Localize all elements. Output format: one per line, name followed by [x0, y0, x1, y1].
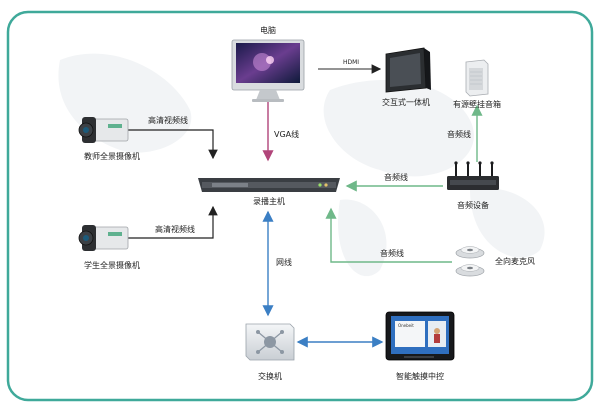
- audio-device-label: 音频设备: [457, 201, 489, 210]
- audio-to-recorder-label: 音频线: [384, 173, 408, 182]
- computer-icon: [231, 39, 305, 102]
- mic-audio-arrow: [325, 207, 452, 263]
- teacher-video-arrow: [128, 129, 218, 160]
- mic-audio-label: 音频线: [380, 249, 404, 258]
- audio-device-icon: [447, 161, 499, 190]
- mic-label: 全向麦克风: [495, 257, 535, 266]
- teacher-camera-label: 教师全景摄像机: [84, 152, 140, 161]
- speaker-icon: [465, 59, 489, 97]
- switch-icon: [245, 323, 295, 361]
- diagram-frame: [6, 10, 594, 402]
- student-video-arrow: [128, 205, 218, 239]
- vga-label: VGA线: [274, 130, 300, 139]
- interactive-panel-label: 交互式一体机: [382, 98, 430, 107]
- microphone-icon: [455, 246, 485, 277]
- teacher-camera-icon: [78, 117, 129, 143]
- computer-label: 电脑: [260, 26, 276, 35]
- switch-label: 交换机: [258, 372, 282, 381]
- interactive-panel-icon: [385, 47, 431, 93]
- touch-control-icon: Onebeit: [385, 311, 455, 361]
- recorder-host-icon: [198, 178, 340, 192]
- student-video-label: 高清视频线: [155, 225, 195, 234]
- recorder-label: 录播主机: [253, 197, 285, 206]
- touch-screen-text: Onebeit: [398, 323, 414, 328]
- teacher-video-label: 高清视频线: [148, 116, 188, 125]
- hdmi-label: HDMI: [343, 59, 360, 66]
- audio-to-speaker-label: 音频线: [447, 130, 471, 139]
- network-label: 网线: [276, 258, 292, 267]
- touch-control-label: 智能触摸中控: [396, 372, 444, 381]
- speaker-label: 有源壁挂音箱: [453, 100, 501, 109]
- student-camera-icon: [78, 225, 129, 251]
- student-camera-label: 学生全景摄像机: [84, 261, 140, 270]
